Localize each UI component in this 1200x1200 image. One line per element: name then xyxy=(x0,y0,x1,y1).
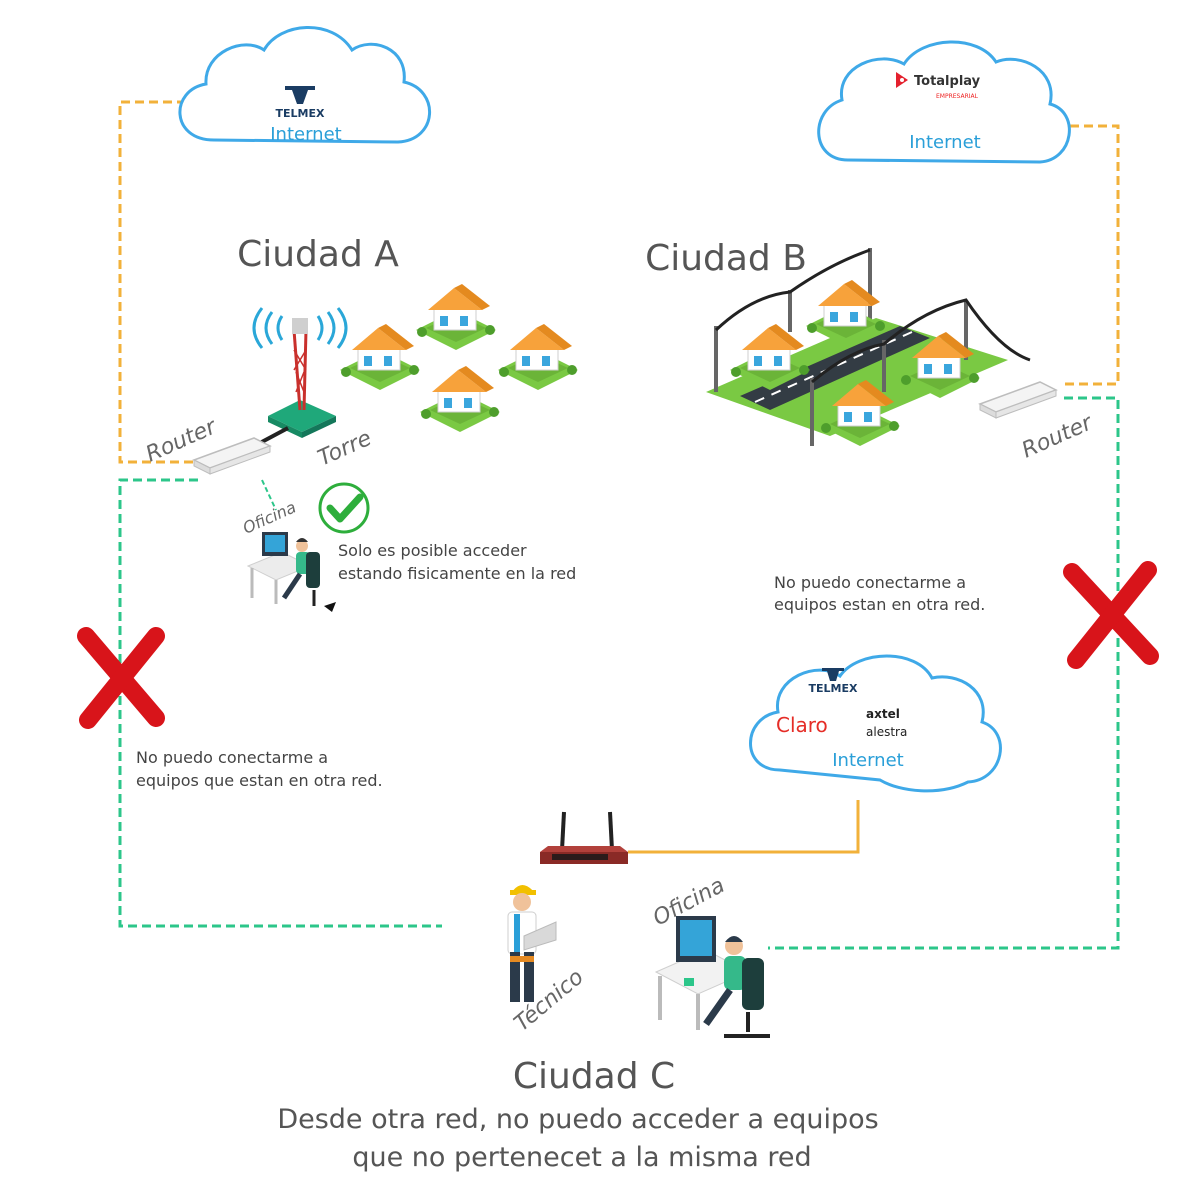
telmex-brand: TELMEX xyxy=(809,682,858,695)
city-b-note-line2: equipos estan en otra red. xyxy=(774,595,985,614)
city-b-title: Ciudad B xyxy=(645,238,807,279)
city-b-note-line1: No puedo conectarme a xyxy=(774,573,966,592)
router-b-label: Router xyxy=(1018,410,1097,464)
blocked-remote-links xyxy=(118,396,1120,950)
router-b-icon xyxy=(979,381,1057,419)
totalplay-internet-cloud: Totalplay EMPRESARIAL Internet xyxy=(817,40,1071,164)
house-icon xyxy=(419,365,501,433)
city-a-note-line1: Solo es posible acceder xyxy=(338,541,527,560)
tower-cable xyxy=(257,426,289,446)
house-icon xyxy=(415,283,497,351)
green-check-icon xyxy=(318,482,370,534)
left-note-line1: No puedo conectarme a xyxy=(136,748,328,767)
router-b-to-city-c-link xyxy=(768,396,1120,950)
router-c-icon xyxy=(540,811,628,864)
totalplay-brand: Totalplay xyxy=(914,74,981,89)
tecnico-label: Técnico xyxy=(510,965,589,1037)
city-b-neighborhood xyxy=(706,248,1031,447)
city-a-note-line2: estando fisicamente en la red xyxy=(338,564,576,583)
totalplay-to-router-b-link xyxy=(1056,124,1120,386)
footer-line1: Desde otra red, no puedo acceder a equip… xyxy=(277,1104,878,1135)
left-note-line2: equipos que estan en otra red. xyxy=(136,771,383,790)
totalplay-logo-icon xyxy=(896,72,908,88)
house-icon xyxy=(497,323,579,391)
house-icon xyxy=(339,323,421,391)
router-a-to-city-c-link xyxy=(118,478,442,928)
cloud-internet-label: Internet xyxy=(270,124,341,145)
cloud-internet-label: Internet xyxy=(832,750,903,771)
oficina-a-label: Oficina xyxy=(240,497,299,537)
tower-icon xyxy=(252,307,348,438)
internet-links xyxy=(118,100,1120,854)
axtel-brand: axtel xyxy=(866,707,900,721)
telmex-logo-icon xyxy=(822,668,844,681)
technician-icon xyxy=(507,885,557,1002)
red-x-icon xyxy=(77,627,165,729)
telmex-brand: TELMEX xyxy=(276,107,325,120)
telmex-to-router-a-link xyxy=(118,100,198,464)
multi-isp-to-router-c-link xyxy=(628,800,860,854)
city-c-title: Ciudad C xyxy=(513,1056,675,1097)
torre-label: Torre xyxy=(314,426,375,472)
totalplay-sub: EMPRESARIAL xyxy=(936,93,979,100)
telmex-logo-icon xyxy=(285,86,315,104)
claro-brand: Claro xyxy=(776,713,828,737)
alestra-brand: alestra xyxy=(866,725,907,739)
red-x-icon xyxy=(1063,561,1159,669)
footer-line2: que no pertenecet a la misma red xyxy=(352,1142,811,1173)
desk-worker-icon xyxy=(246,532,336,612)
multi-isp-internet-cloud: TELMEX Claro axtel alestra Internet xyxy=(749,654,1002,793)
city-a-houses xyxy=(339,283,579,433)
telmex-internet-cloud: TELMEX Internet xyxy=(178,26,431,145)
cloud-internet-label: Internet xyxy=(909,132,980,153)
city-a-title: Ciudad A xyxy=(237,234,399,275)
office-a-link xyxy=(261,479,277,511)
desk-worker-icon xyxy=(654,916,770,1038)
